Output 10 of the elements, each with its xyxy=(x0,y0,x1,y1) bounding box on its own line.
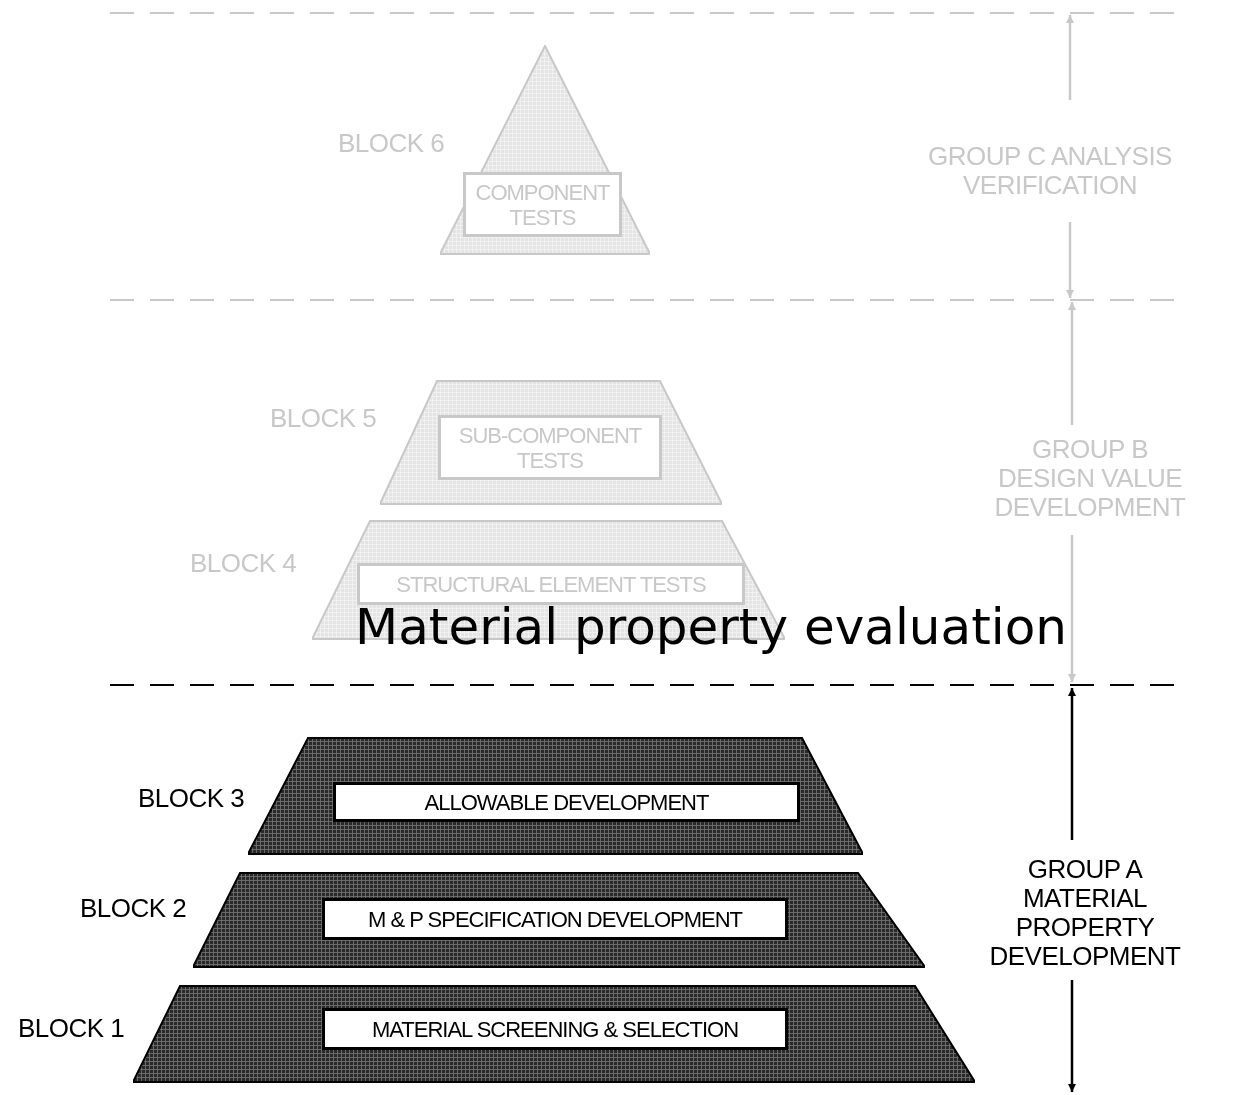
block-label: BLOCK 2 xyxy=(80,893,187,924)
block-label: BLOCK 3 xyxy=(138,783,245,814)
trapezoid-block xyxy=(248,737,863,855)
test-box: ALLOWABLE DEVELOPMENT xyxy=(333,782,800,822)
block-label: BLOCK 1 xyxy=(18,1013,125,1044)
trapezoid-block xyxy=(133,985,975,1083)
test-box: M & P SPECIFICATION DEVELOPMENT xyxy=(322,898,788,940)
trapezoid-block xyxy=(193,872,925,968)
trapezoid-block xyxy=(380,380,722,505)
test-box: MATERIAL SCREENING & SELECTION xyxy=(322,1008,788,1050)
